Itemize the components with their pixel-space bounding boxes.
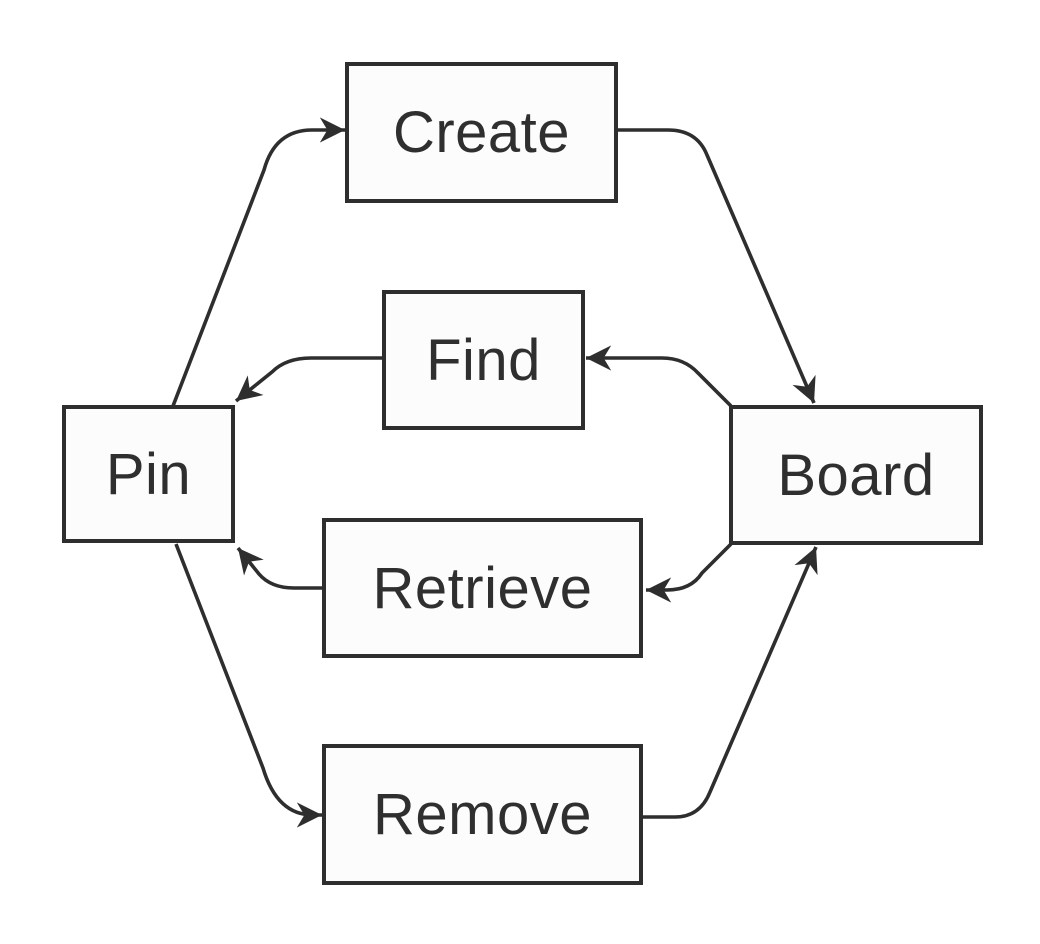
edge-retrieve-to-pin (236, 546, 322, 590)
node-retrieve-label: Retrieve (372, 555, 593, 621)
node-pin-label: Pin (105, 441, 192, 507)
node-board: Board (729, 405, 983, 545)
edge-create-to-board (618, 128, 816, 404)
node-remove: Remove (322, 744, 643, 885)
node-find: Find (382, 290, 585, 430)
edge-pin-to-create (171, 117, 345, 407)
node-create-label: Create (392, 100, 571, 165)
node-remove-label: Remove (373, 782, 592, 847)
node-create: Create (345, 62, 618, 203)
edge-remove-to-board (643, 546, 818, 819)
node-retrieve: Retrieve (322, 518, 643, 658)
node-pin: Pin (62, 405, 235, 543)
edge-board-to-find (586, 345, 733, 408)
node-board-label: Board (777, 442, 935, 508)
edge-pin-to-remove (174, 543, 322, 828)
node-find-label: Find (426, 327, 541, 393)
edge-find-to-pin (234, 356, 382, 403)
edge-board-to-retrieve (646, 542, 733, 603)
